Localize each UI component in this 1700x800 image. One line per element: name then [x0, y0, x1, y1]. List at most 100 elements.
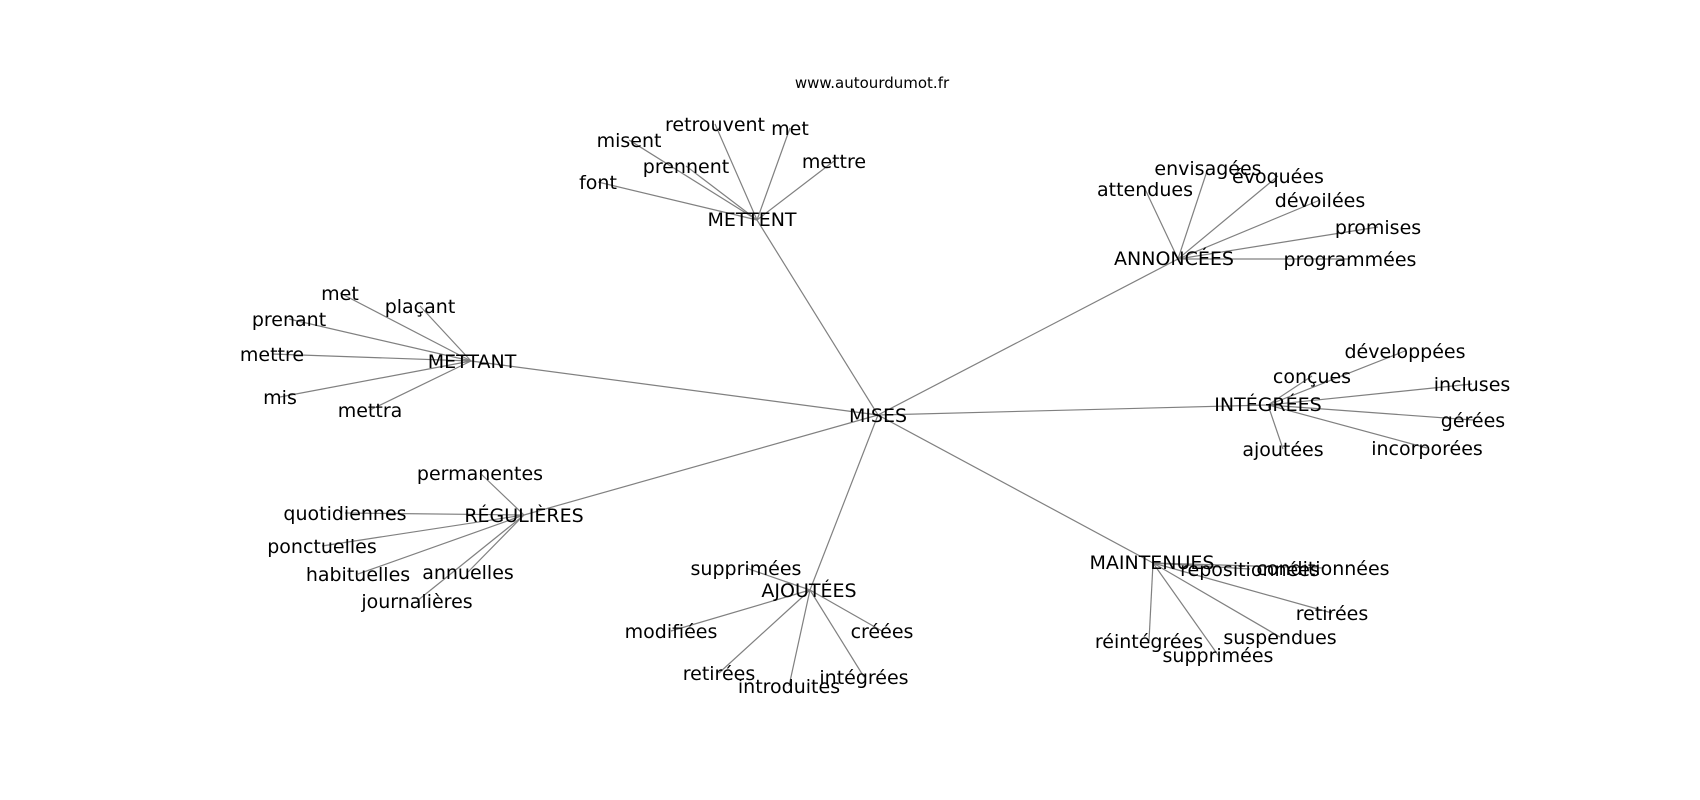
node-ajoutees-supprimees: supprimées	[691, 558, 802, 580]
node-regulieres-habituelles: habituelles	[306, 564, 410, 586]
node-integrees-gerees: gérées	[1441, 410, 1505, 432]
edge-annoncees-promises	[1177, 226, 1379, 260]
edge-maintenues-suspendues	[1152, 562, 1281, 638]
edge-mettant-mettra	[369, 360, 472, 411]
edge-center-maintenues	[877, 414, 1154, 564]
edge-regulieres-permanentes	[479, 472, 525, 516]
node-mettent-prennent: prennent	[643, 156, 729, 178]
edge-regulieres-quotidiennes	[344, 512, 525, 516]
edge-integrees-ajoutees	[1267, 404, 1284, 450]
edge-ajoutees-retirees	[718, 589, 811, 674]
edge-maintenues-retirees	[1152, 562, 1333, 614]
edge-mettent-met	[756, 127, 791, 221]
node-ajoutees-introduites: introduites	[738, 676, 840, 698]
edge-center-mettant	[470, 360, 879, 416]
edge-integrees-incluses	[1267, 383, 1473, 406]
edge-center-mettent	[756, 219, 879, 416]
node-annoncees: ANNONCÉES	[1114, 247, 1234, 270]
edge-center-ajoutees	[809, 414, 879, 591]
node-mettant-mettre: mettre	[240, 344, 304, 366]
node-regulieres-annuelles: annuelles	[422, 562, 514, 584]
edge-annoncees-devoilees	[1177, 199, 1321, 260]
node-mettant-placant: plaçant	[385, 296, 456, 318]
node-mettent-font: font	[579, 172, 617, 194]
edge-annoncees-envisagees	[1177, 167, 1209, 260]
edge-regulieres-annuelles	[467, 514, 525, 573]
node-mettant-met: met	[321, 283, 359, 305]
node-integrees-ajoutees: ajoutées	[1242, 439, 1323, 461]
node-integrees-incluses: incluses	[1434, 374, 1511, 396]
node-ajoutees-modifiees: modifiées	[625, 621, 718, 643]
edge-ajoutees-integrees	[809, 589, 865, 678]
edge-ajoutees-modifiees	[670, 589, 811, 632]
edge-mettant-met	[339, 292, 472, 362]
edge-ajoutees-introduites	[788, 589, 811, 687]
node-mettent: METTENT	[707, 209, 796, 231]
node-ajoutees-creees: créées	[851, 621, 914, 643]
graph-labels: www.autourdumot.fr MISES METTENT retrouve…	[240, 74, 1510, 698]
node-regulieres-journalieres: journalières	[360, 591, 472, 613]
edge-regulieres-journalieres	[416, 514, 525, 602]
node-mettent-misent: misent	[597, 130, 662, 152]
node-ajoutees-integrees: intégrées	[819, 667, 908, 689]
edge-regulieres-habituelles	[357, 514, 525, 575]
edge-center-integrees	[877, 404, 1269, 416]
edge-integrees-incorporees	[1267, 404, 1428, 449]
edge-annoncees-attendues	[1144, 188, 1179, 260]
edge-annoncees-evoquees	[1177, 175, 1279, 260]
node-regulieres-ponctuelles: ponctuelles	[267, 536, 377, 558]
edge-integrees-gerees	[1267, 404, 1474, 421]
edge-mettant-prenant	[288, 318, 472, 362]
edge-mettant-mis	[279, 360, 472, 398]
node-mettant-mettra: mettra	[338, 400, 403, 422]
edge-maintenues-supprimees	[1152, 562, 1219, 656]
edge-regulieres-ponctuelles	[321, 514, 525, 547]
edge-ajoutees-supprimees	[745, 567, 811, 591]
edge-mettent-mettre	[756, 160, 835, 221]
edge-mettent-misent	[628, 139, 758, 221]
node-regulieres: RÉGULIÈRES	[464, 504, 583, 527]
node-mettant: METTANT	[428, 351, 517, 373]
node-integrees-developpees: développées	[1345, 341, 1466, 363]
node-maintenues-suspendues: suspendues	[1223, 627, 1336, 649]
edge-mettent-prennent	[685, 165, 758, 221]
graph-edges	[271, 123, 1474, 687]
source-label: www.autourdumot.fr	[795, 74, 950, 92]
edge-center-regulieres	[523, 414, 879, 516]
edge-center-annoncees	[877, 258, 1179, 416]
node-mettant-prenant: prenant	[252, 309, 326, 331]
edge-integrees-developpees	[1267, 350, 1406, 406]
node-maintenues-repositionnees: repositionnées	[1180, 559, 1320, 581]
node-annoncees-devoilees: dévoilées	[1275, 190, 1365, 212]
node-regulieres-permanentes: permanentes	[417, 463, 543, 485]
node-center: MISES	[849, 405, 907, 427]
edge-ajoutees-creees	[809, 589, 883, 632]
node-maintenues-conditionnees: conditionnées	[1256, 558, 1389, 580]
node-annoncees-attendues: attendues	[1097, 179, 1193, 201]
node-mettent-retrouvent: retrouvent	[665, 114, 765, 136]
node-annoncees-envisagees: envisagées	[1154, 158, 1261, 180]
node-integrees-concues: conçues	[1273, 366, 1351, 388]
node-integrees: INTÉGRÉES	[1214, 393, 1321, 416]
node-mettent-mettre: mettre	[802, 151, 866, 173]
node-mettent-met: met	[771, 118, 809, 140]
node-regulieres-quotidiennes: quotidiennes	[283, 503, 406, 525]
edge-maintenues-reintegrees	[1148, 562, 1154, 642]
node-annoncees-programmees: programmées	[1284, 249, 1417, 271]
edge-mettent-font	[597, 181, 758, 221]
edge-integrees-concues	[1267, 375, 1313, 406]
node-annoncees-promises: promises	[1335, 217, 1421, 239]
node-ajoutees-retirees: retirées	[683, 663, 755, 685]
node-maintenues-retirees: retirées	[1296, 603, 1368, 625]
node-annoncees-evoquees: évoquées	[1232, 166, 1324, 188]
edge-maintenues-conditionnees	[1152, 562, 1324, 569]
node-integrees-incorporees: incorporées	[1371, 438, 1483, 460]
node-maintenues-reintegrees: réintégrées	[1095, 631, 1203, 653]
node-ajoutees: AJOUTÉES	[761, 579, 856, 602]
node-mettant-mis: mis	[263, 387, 297, 409]
edge-mettant-placant	[419, 305, 472, 362]
node-maintenues: MAINTENUES	[1089, 552, 1214, 574]
node-maintenues-supprimees: supprimées	[1163, 645, 1274, 667]
edge-mettent-retrouvent	[714, 123, 758, 221]
